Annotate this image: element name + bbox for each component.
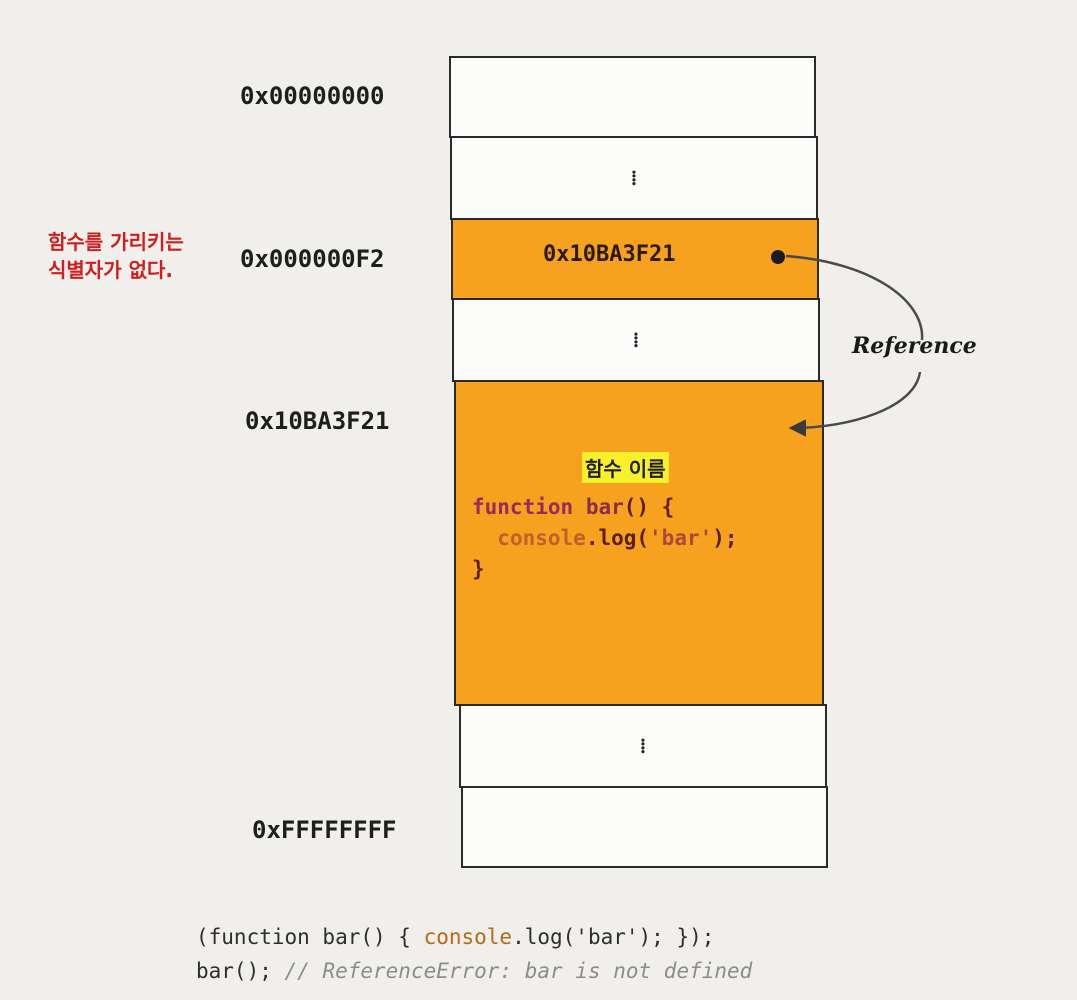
code-log: .log( — [585, 526, 650, 550]
code-paren: () { — [623, 495, 675, 519]
code-text: .log('bar'); }); — [512, 925, 715, 949]
memory-cell-start — [449, 56, 816, 138]
function-code: function bar() { console.log('bar'); } — [472, 492, 738, 585]
memory-cell-gap-2: ⁞ — [452, 298, 820, 382]
code-console: console — [423, 925, 513, 949]
code-function-name: bar — [585, 495, 624, 519]
memory-cell-gap-3: ⁞ — [459, 704, 827, 788]
code-close: ); — [712, 526, 738, 550]
code-text: (function bar() { — [196, 925, 424, 949]
note-line-2: 식별자가 없다. — [48, 258, 173, 282]
ellipsis-icon: ⁞ — [632, 327, 640, 352]
reference-label: Reference — [852, 333, 977, 359]
function-name-tag: 함수 이름 — [582, 452, 669, 483]
memory-cell-function-object: 함수 이름 function bar() { console.log('bar'… — [454, 380, 824, 706]
ellipsis-icon: ⁞ — [639, 733, 647, 758]
bottom-code-line-2: bar(); // ReferenceError: bar is not def… — [196, 956, 752, 986]
address-label-start: 0x00000000 — [240, 82, 385, 110]
stored-reference-value: 0x10BA3F21 — [543, 242, 676, 267]
code-brace: } — [472, 557, 485, 581]
note-line-1: 함수를 가리키는 — [48, 230, 184, 254]
bottom-code-line-1: (function bar() { console.log('bar'); })… — [196, 922, 714, 952]
code-keyword: function — [472, 495, 574, 519]
memory-cell-end — [461, 786, 828, 868]
address-label-function-object: 0x10BA3F21 — [245, 407, 390, 435]
code-console: console — [497, 526, 586, 550]
code-text: bar(); — [196, 959, 285, 983]
no-identifier-note: 함수를 가리키는 식별자가 없다. — [48, 228, 184, 284]
reference-dot-icon — [771, 250, 785, 264]
address-label-end: 0xFFFFFFFF — [252, 816, 397, 844]
memory-cell-identifier: 0x10BA3F21 — [451, 218, 819, 300]
code-string: 'bar' — [649, 526, 713, 550]
address-label-identifier: 0x000000F2 — [240, 245, 385, 273]
memory-cell-gap-1: ⁞ — [450, 136, 818, 220]
code-comment: // ReferenceError: bar is not defined — [284, 959, 753, 983]
ellipsis-icon: ⁞ — [630, 165, 638, 190]
